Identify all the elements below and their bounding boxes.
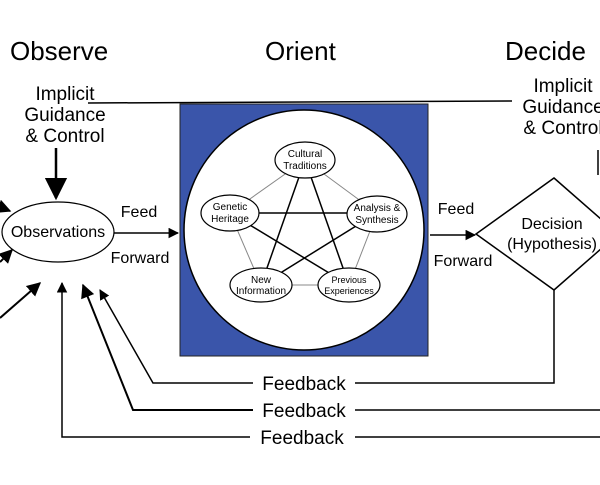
- implicit-guidance-left: Implicit Guidance & Control: [24, 84, 105, 147]
- node-newinfo-line1: New: [251, 275, 272, 286]
- implicit-right-line1: Implicit: [533, 76, 593, 97]
- incoming-arrows: [0, 199, 42, 319]
- node-previous-line2: Experiences: [324, 286, 374, 296]
- node-cultural-line1: Cultural: [288, 149, 322, 160]
- observations-label: Observations: [11, 224, 105, 241]
- decision-line2: (Hypothesis): [507, 236, 597, 253]
- phase-observe: Observe: [10, 36, 108, 66]
- feed-forward-2-line2: Forward: [434, 253, 493, 270]
- node-analysis-synthesis: Analysis & Synthesis: [346, 195, 408, 233]
- implicit-left-line1: Implicit: [35, 84, 95, 105]
- feedback-loop-1: [99, 289, 555, 384]
- guidance-line-top: [87, 100, 513, 104]
- feedback-label-3: Feedback: [260, 428, 344, 449]
- implicit-guidance-right: Implicit Guidance & Control: [522, 76, 600, 139]
- decision-node: Decision (Hypothesis): [474, 177, 600, 291]
- feed-forward-1-line1: Feed: [121, 204, 157, 221]
- node-analysis-line1: Analysis &: [354, 203, 401, 214]
- implicit-left-line3: & Control: [25, 126, 104, 147]
- node-newinfo-line2: Information: [236, 286, 286, 297]
- feedback-label-2: Feedback: [262, 401, 346, 422]
- node-genetic-line2: Heritage: [211, 214, 249, 225]
- observations-node: Observations: [1, 201, 115, 263]
- feedback-label-1: Feedback: [262, 374, 346, 395]
- phase-orient: Orient: [265, 36, 337, 66]
- node-analysis-line2: Synthesis: [355, 215, 398, 226]
- node-previous-experiences: Previous Experiences: [317, 267, 381, 303]
- implicit-right-line3: & Control: [523, 118, 600, 139]
- implicit-left-line2: Guidance: [24, 105, 105, 126]
- decision-line1: Decision: [521, 216, 582, 233]
- feed-forward-1-line2: Forward: [111, 250, 170, 267]
- phase-decide: Decide: [505, 36, 586, 66]
- implicit-right-line2: Guidance: [522, 97, 600, 118]
- node-genetic-heritage: Genetic Heritage: [200, 194, 260, 232]
- node-new-information: New Information: [229, 267, 293, 303]
- feedback-loop-2: [81, 283, 600, 411]
- feed-forward-2-line1: Feed: [438, 201, 474, 218]
- node-cultural-traditions: Cultural Traditions: [274, 141, 336, 179]
- feedback-loop-3: [56, 281, 600, 438]
- node-previous-line1: Previous: [331, 275, 367, 285]
- node-genetic-line1: Genetic: [213, 202, 247, 213]
- node-cultural-line2: Traditions: [283, 161, 327, 172]
